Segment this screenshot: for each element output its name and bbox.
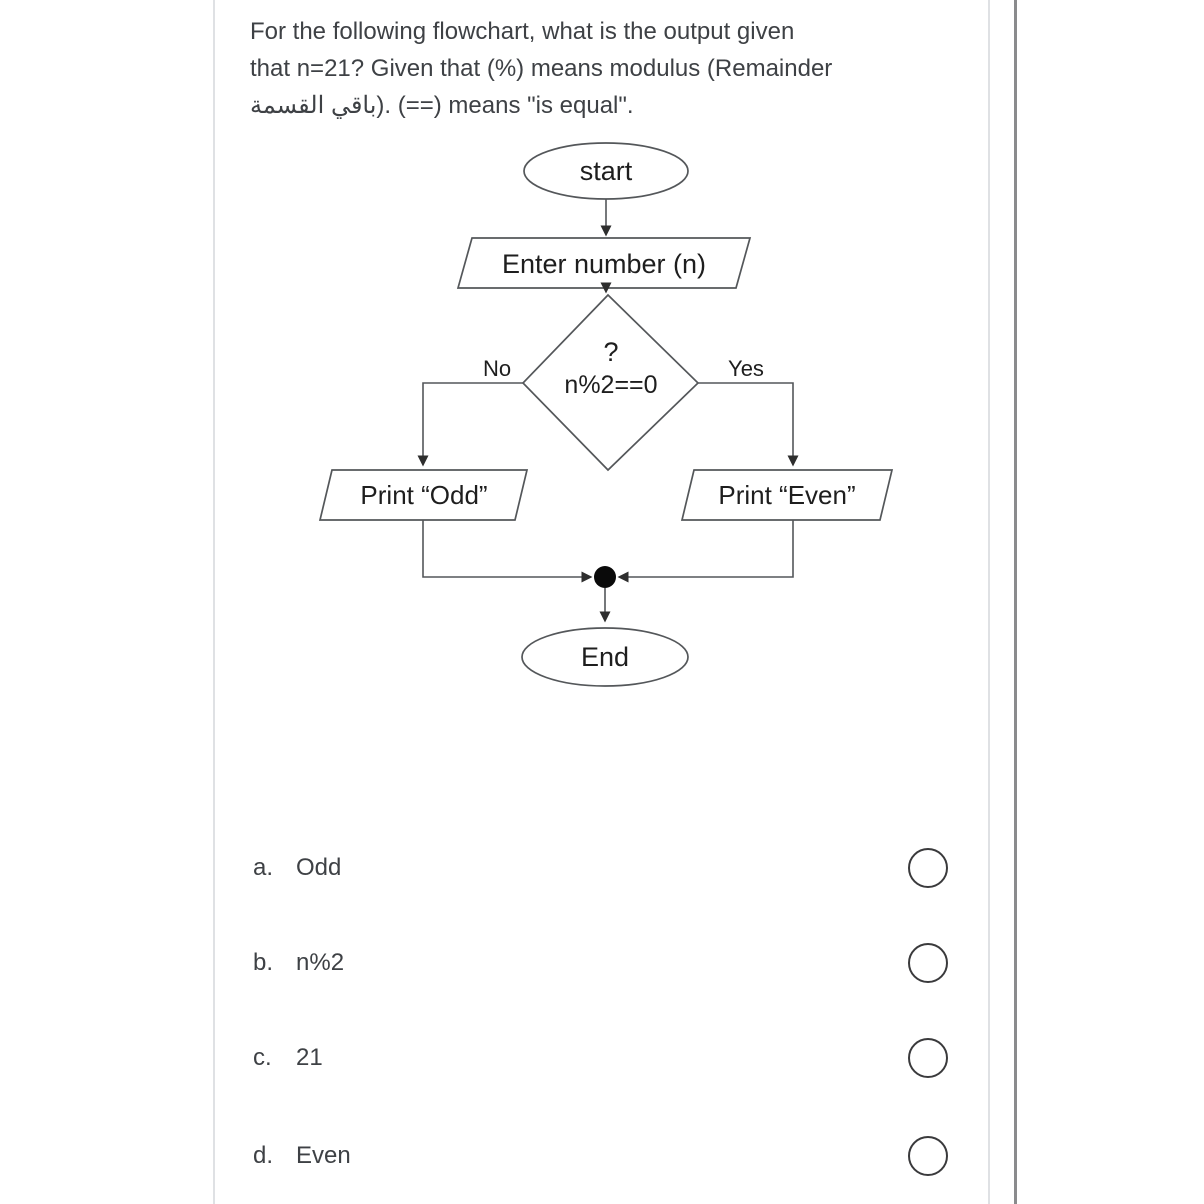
input-parallelogram (456, 237, 752, 289)
input-label: Enter number (n) (502, 249, 706, 279)
question-text: For the following flowchart, what is the… (250, 13, 958, 124)
answer-option-d[interactable]: d. Even (0, 1134, 1204, 1178)
option-letter: a. (253, 854, 274, 881)
end-label: End (581, 642, 629, 672)
start-label: start (580, 156, 633, 186)
junction-dot (594, 566, 616, 588)
yes-branch-arrow (698, 382, 799, 467)
print-even-parallelogram (680, 469, 894, 521)
no-branch-arrow (417, 382, 523, 467)
yes-branch-label: Yes (728, 356, 764, 381)
even-to-junction-arrow (617, 520, 794, 583)
option-label: 21 (296, 1044, 323, 1071)
no-branch-label: No (483, 356, 511, 381)
flowchart-diagram: start Enter number (n) ? n%2==0 No Yes P… (318, 142, 894, 687)
decision-question-mark: ? (603, 337, 618, 367)
option-label: n%2 (296, 949, 345, 976)
option-letter: b. (253, 949, 274, 976)
right-page-divider (1014, 0, 1017, 1204)
answer-option-a[interactable]: a. Odd (0, 846, 1204, 890)
question-text-line: For the following flowchart, what is the… (250, 18, 795, 45)
odd-to-junction-arrow (422, 520, 593, 583)
end-terminator (521, 627, 689, 687)
card-left-border (213, 0, 215, 1204)
option-radio-b[interactable] (908, 943, 948, 983)
option-radio-a[interactable] (908, 848, 948, 888)
question-text-line: باقي القسمة). (==) means "is equal". (250, 92, 634, 119)
print-odd-parallelogram (318, 469, 529, 521)
option-radio-d[interactable] (908, 1136, 948, 1176)
option-radio-c[interactable] (908, 1038, 948, 1078)
print-even-label: Print “Even” (718, 480, 855, 510)
option-letter: d. (253, 1142, 274, 1169)
question-text-line: that n=21? Given that (%) means modulus … (250, 55, 833, 82)
option-label: Even (296, 1142, 351, 1169)
decision-condition: n%2==0 (564, 371, 657, 399)
option-letter: c. (253, 1044, 272, 1071)
answer-option-b[interactable]: b. n%2 (0, 941, 1204, 985)
card-right-border (988, 0, 990, 1204)
print-odd-label: Print “Odd” (360, 480, 487, 510)
decision-diamond (521, 293, 700, 472)
option-label: Odd (296, 854, 342, 881)
answer-option-c[interactable]: c. 21 (0, 1036, 1204, 1080)
